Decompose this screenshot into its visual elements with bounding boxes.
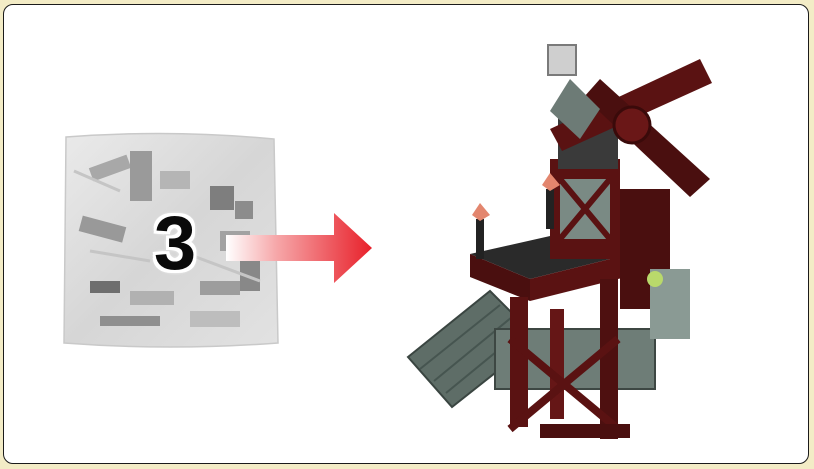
built-model-illustration bbox=[400, 39, 740, 455]
instruction-panel: 3 bbox=[3, 4, 809, 464]
bag-number: 3 bbox=[130, 199, 220, 289]
arrow-right-icon bbox=[226, 213, 374, 283]
